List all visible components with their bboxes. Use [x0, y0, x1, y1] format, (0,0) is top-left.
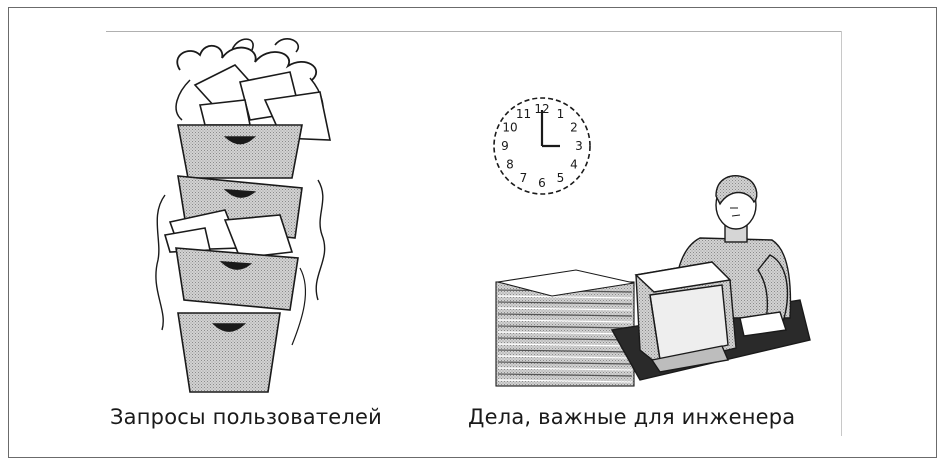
paper-sheet-edge: [497, 349, 633, 353]
clock-numeral: 1: [557, 107, 565, 121]
overflowing-filing-drawers-icon: [155, 38, 331, 393]
paper-stack-icon: [495, 269, 635, 387]
clock-numeral: 11: [516, 107, 531, 121]
inner-top-rule: [106, 31, 841, 32]
paper-sheet-edge: [497, 337, 633, 341]
clock-numeral: 5: [557, 171, 565, 185]
paper-sheet-edge: [497, 295, 633, 299]
clock-numeral: 10: [502, 121, 517, 135]
clock-numeral: 3: [575, 139, 583, 153]
clock-numeral: 8: [506, 158, 514, 172]
engineer-at-computer-icon: [610, 175, 811, 381]
inner-right-rule: [841, 31, 842, 436]
paper-sheet-edge: [497, 367, 633, 371]
paper-sheet-edge: [497, 319, 633, 323]
paper-sheet-edge: [497, 361, 633, 365]
paper-sheet-edge: [497, 307, 633, 311]
clock-numeral: 7: [520, 171, 528, 185]
clock-numeral: 6: [538, 176, 546, 190]
paper-sheet-edge: [497, 379, 633, 383]
paper-sheet-edge: [497, 313, 633, 317]
caption-user-requests: Запросы пользователей: [110, 405, 383, 429]
paper-sheet-edge: [497, 331, 633, 335]
paper-sheet-edge: [497, 325, 633, 329]
clock-numeral: 12: [534, 102, 549, 116]
paper-sheet-edge: [497, 355, 633, 359]
slide-frame: [8, 7, 937, 458]
caption-engineer-tasks: Дела, важные для инженера: [468, 405, 796, 429]
clock-numeral: 9: [501, 139, 509, 153]
paper-sheet-edge: [497, 301, 633, 305]
clock-numeral: 2: [570, 121, 578, 135]
paper-sheet-edge: [497, 343, 633, 347]
clock-numeral: 4: [570, 158, 578, 172]
paper-sheet-edge: [497, 373, 633, 377]
